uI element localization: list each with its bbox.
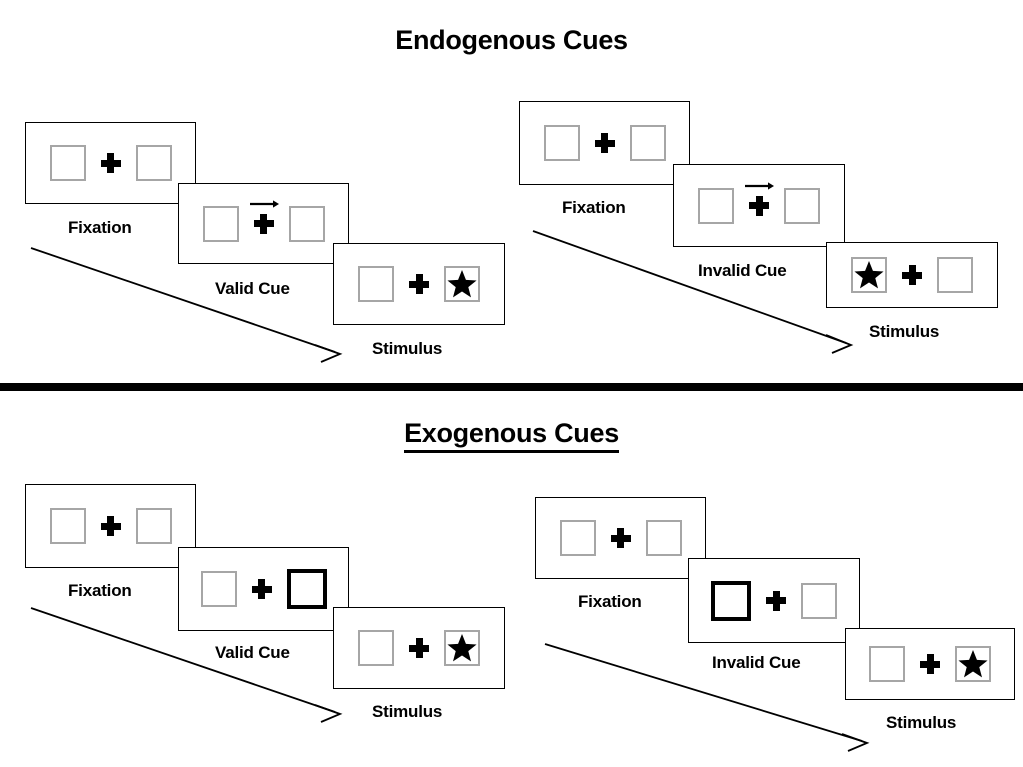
placeholder-box-right bbox=[801, 582, 837, 619]
placeholder-box-left bbox=[698, 187, 734, 224]
stage-label-exogenous-invalid-fixation: Fixation bbox=[578, 592, 642, 611]
plus-cross-icon bbox=[100, 152, 122, 174]
frame-endogenous-invalid-stimulus bbox=[826, 242, 998, 308]
star-icon bbox=[854, 260, 884, 289]
fixation-cross-wrap bbox=[765, 590, 787, 612]
frame-endogenous-invalid-cue bbox=[673, 164, 845, 247]
frame-endogenous-valid-fixation bbox=[25, 122, 196, 204]
section-title-endogenous: Endogenous Cues bbox=[395, 25, 628, 55]
arrow-right-icon bbox=[745, 181, 774, 190]
stage-label-endogenous-invalid-cue: Invalid Cue bbox=[698, 261, 787, 280]
section-title-exogenous-text: Exogenous Cues bbox=[404, 418, 619, 453]
placeholder-box-left bbox=[358, 266, 394, 302]
fixation-cross-wrap bbox=[251, 578, 273, 600]
arrow-right-icon bbox=[249, 199, 279, 208]
frame-exogenous-valid-stimulus bbox=[333, 607, 505, 689]
frame-content bbox=[520, 102, 689, 184]
frame-endogenous-valid-cue bbox=[178, 183, 349, 264]
fixation-cross-wrap bbox=[610, 527, 632, 549]
frame-content bbox=[179, 548, 348, 630]
frame-content bbox=[846, 629, 1014, 699]
placeholder-box-right-target bbox=[444, 630, 480, 666]
plus-cross-icon bbox=[253, 213, 275, 235]
star-icon bbox=[447, 633, 477, 662]
stage-label-exogenous-invalid-cue: Invalid Cue bbox=[712, 653, 801, 672]
placeholder-box-right bbox=[629, 125, 666, 161]
fixation-cross-wrap bbox=[594, 132, 616, 154]
placeholder-box-right bbox=[784, 187, 820, 224]
frame-exogenous-valid-fixation bbox=[25, 484, 196, 568]
fixation-cross-wrap bbox=[408, 273, 430, 295]
section-divider bbox=[0, 383, 1023, 391]
placeholder-box-right bbox=[645, 520, 682, 556]
plus-cross-icon bbox=[251, 578, 273, 600]
placeholder-box-left bbox=[559, 520, 596, 556]
placeholder-box-right bbox=[135, 508, 172, 544]
plus-cross-icon bbox=[408, 637, 430, 659]
frame-content bbox=[26, 123, 195, 203]
frame-content bbox=[827, 243, 997, 307]
stage-label-endogenous-valid-stimulus: Stimulus bbox=[372, 339, 443, 358]
star-icon bbox=[958, 649, 988, 678]
fixation-cross-wrap bbox=[745, 181, 774, 217]
frame-content bbox=[179, 184, 348, 263]
frame-exogenous-invalid-stimulus bbox=[845, 628, 1015, 700]
placeholder-box-left bbox=[543, 125, 580, 161]
placeholder-box-right bbox=[135, 145, 172, 181]
frame-content bbox=[536, 498, 705, 578]
plus-cross-icon bbox=[901, 264, 923, 286]
stage-label-exogenous-valid-fixation: Fixation bbox=[68, 581, 132, 600]
plus-cross-icon bbox=[408, 273, 430, 295]
placeholder-box-left-cued bbox=[711, 580, 751, 621]
frame-content bbox=[334, 244, 504, 324]
frame-exogenous-invalid-cue bbox=[688, 558, 860, 643]
frame-exogenous-invalid-fixation bbox=[535, 497, 706, 579]
stage-label-endogenous-invalid-stimulus: Stimulus bbox=[869, 322, 940, 341]
placeholder-box-left bbox=[49, 508, 86, 544]
plus-cross-icon bbox=[765, 590, 787, 612]
frame-endogenous-valid-stimulus bbox=[333, 243, 505, 325]
stage-label-exogenous-invalid-stimulus: Stimulus bbox=[886, 713, 957, 732]
placeholder-box-right-cued bbox=[286, 569, 327, 609]
frame-exogenous-valid-cue bbox=[178, 547, 349, 631]
fixation-cross-wrap bbox=[901, 264, 923, 286]
stage-label-endogenous-invalid-fixation: Fixation bbox=[562, 198, 626, 217]
fixation-cross-wrap bbox=[249, 199, 279, 235]
frame-endogenous-invalid-fixation bbox=[519, 101, 690, 185]
placeholder-box-right bbox=[288, 205, 325, 242]
placeholder-box-left bbox=[49, 145, 86, 181]
placeholder-box-left bbox=[869, 646, 905, 682]
frame-content bbox=[674, 165, 844, 246]
section-title-exogenous: Exogenous Cues bbox=[0, 418, 1023, 453]
frame-content bbox=[26, 485, 195, 567]
stage-label-exogenous-valid-stimulus: Stimulus bbox=[372, 702, 443, 721]
plus-cross-icon bbox=[594, 132, 616, 154]
placeholder-box-left bbox=[358, 630, 394, 666]
placeholder-box-right-target bbox=[444, 266, 480, 302]
placeholder-box-right bbox=[937, 257, 973, 293]
placeholder-box-left bbox=[202, 205, 239, 242]
star-icon bbox=[447, 269, 477, 298]
frame-content bbox=[334, 608, 504, 688]
placeholder-box-left-target bbox=[851, 257, 887, 293]
frame-content bbox=[689, 559, 859, 642]
placeholder-box-right-target bbox=[955, 646, 991, 682]
fixation-cross-wrap bbox=[408, 637, 430, 659]
fixation-cross-wrap bbox=[100, 515, 122, 537]
plus-cross-icon bbox=[610, 527, 632, 549]
plus-cross-icon bbox=[100, 515, 122, 537]
plus-cross-icon bbox=[748, 195, 770, 217]
plus-cross-icon bbox=[919, 653, 941, 675]
stage-label-endogenous-valid-fixation: Fixation bbox=[68, 218, 132, 237]
placeholder-box-left bbox=[200, 571, 237, 607]
stage-label-exogenous-valid-cue: Valid Cue bbox=[215, 643, 290, 662]
fixation-cross-wrap bbox=[100, 152, 122, 174]
fixation-cross-wrap bbox=[919, 653, 941, 675]
stage-label-endogenous-valid-cue: Valid Cue bbox=[215, 279, 290, 298]
